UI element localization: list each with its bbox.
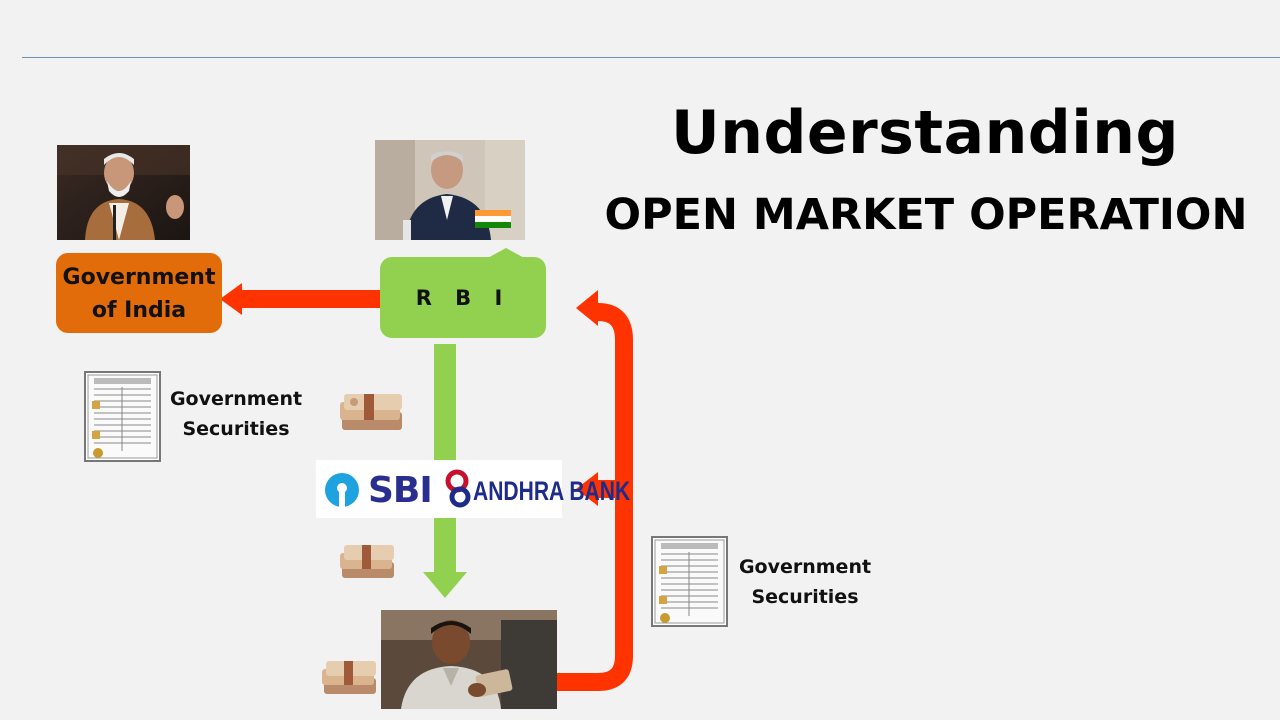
securities-left-line1: Government bbox=[169, 388, 303, 410]
andhra-bank-logo-icon bbox=[445, 469, 471, 508]
rbi-label: R B I bbox=[415, 285, 511, 310]
securities-left-line2: Securities bbox=[182, 418, 290, 440]
securities-label-left: Government Securities bbox=[163, 384, 309, 444]
cash-bundle-icon bbox=[340, 394, 402, 430]
arrow-banks-to-public bbox=[423, 518, 467, 598]
sbi-logo-text: SBI bbox=[368, 470, 433, 511]
government-label-line2: of India bbox=[91, 298, 187, 323]
cash-bundle-icon bbox=[322, 661, 376, 694]
government-label-line1: Government bbox=[62, 265, 216, 290]
securities-certificate-right bbox=[651, 536, 728, 627]
top-divider-line bbox=[22, 57, 1280, 58]
slide-title: Understanding bbox=[671, 98, 1179, 168]
rbi-governor-photo bbox=[375, 140, 525, 240]
securities-certificate-left bbox=[84, 371, 161, 462]
securities-right-line2: Securities bbox=[751, 586, 859, 608]
arrow-rbi-to-banks bbox=[434, 344, 456, 462]
public-investor-photo bbox=[381, 610, 557, 709]
arrow-public-to-banks-and-rbi bbox=[557, 290, 633, 691]
securities-label-right: Government Securities bbox=[732, 552, 878, 612]
government-of-india-node: Government of India bbox=[56, 253, 222, 333]
government-leader-photo bbox=[57, 145, 190, 240]
rbi-node: R B I bbox=[380, 257, 546, 338]
arrow-rbi-to-government bbox=[220, 283, 398, 315]
sbi-logo-icon bbox=[325, 473, 359, 508]
securities-right-line1: Government bbox=[738, 556, 872, 578]
slide-subtitle: OPEN MARKET OPERATION bbox=[604, 190, 1248, 240]
andhra-bank-logo-text: ANDHRA BANK bbox=[473, 476, 631, 506]
cash-bundle-icon bbox=[340, 545, 394, 578]
